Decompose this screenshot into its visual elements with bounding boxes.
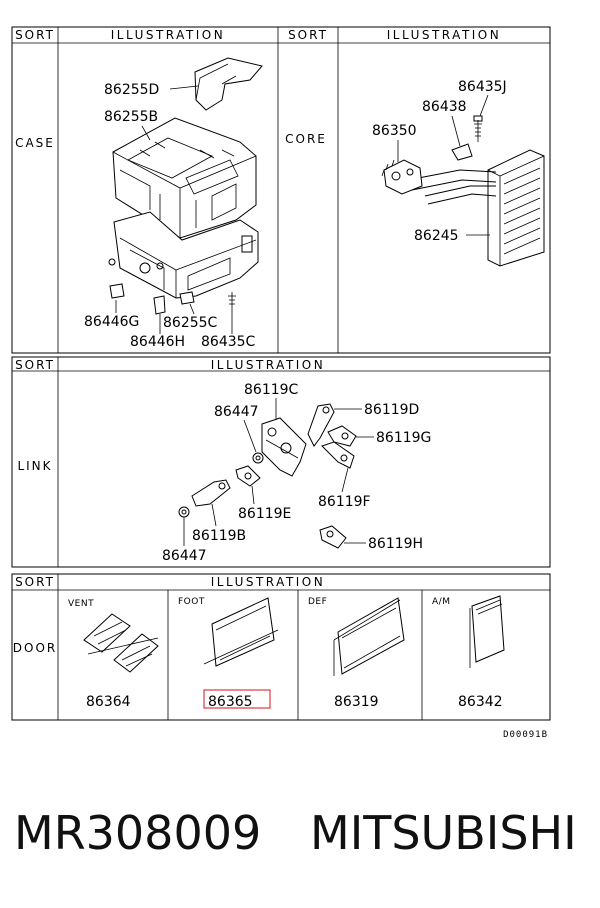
door-illustrations bbox=[83, 595, 505, 676]
section-label-link: LINK bbox=[17, 459, 52, 473]
callout-86438: 86438 bbox=[422, 99, 467, 115]
callout-86435j: 86435J bbox=[458, 79, 507, 95]
vent-door-drawing bbox=[83, 613, 159, 673]
illustration-header: ILLUSTRATION bbox=[211, 575, 325, 589]
callout-86446g: 86446G bbox=[84, 314, 139, 330]
door-cell-title-def: DEF bbox=[308, 597, 327, 607]
link-callouts: 86119C 86447 86119D 86119G 86119E 86119F… bbox=[162, 382, 431, 564]
table-door: SORT ILLUSTRATION DOOR VENT FOOT DEF A/M bbox=[11, 573, 551, 721]
part-number: MR308009 bbox=[14, 806, 262, 860]
section-label-door: DOOR bbox=[13, 641, 57, 655]
core-illustration bbox=[381, 115, 545, 267]
core-callouts: 86435J 86438 86350 86245 bbox=[372, 79, 507, 244]
illustration-header: ILLUSTRATION bbox=[387, 28, 501, 42]
callout-86447: 86447 bbox=[162, 548, 207, 564]
callout-86119g: 86119G bbox=[376, 430, 431, 446]
sort-header: SORT bbox=[15, 28, 55, 42]
callout-86119f: 86119F bbox=[318, 494, 371, 510]
callout-86119b: 86119B bbox=[192, 528, 246, 544]
callout-86119e: 86119E bbox=[238, 506, 291, 522]
product-footer: MR308009 MITSUBISHI bbox=[0, 800, 600, 880]
section-label-core: CORE bbox=[285, 132, 327, 146]
case-callouts: 86255D 86255B 86446G 86255C 86446H 86435… bbox=[84, 82, 256, 350]
callout-86447: 86447 bbox=[214, 404, 259, 420]
sort-header: SORT bbox=[15, 358, 55, 372]
table-link: SORT ILLUSTRATION LINK bbox=[11, 356, 551, 568]
illustration-header: ILLUSTRATION bbox=[211, 358, 325, 372]
illustration-header: ILLUSTRATION bbox=[111, 28, 225, 42]
door-cell-title-vent: VENT bbox=[68, 599, 94, 609]
door-cell-title-foot: FOOT bbox=[178, 597, 205, 607]
callout-86245: 86245 bbox=[414, 228, 459, 244]
am-door-drawing bbox=[469, 595, 505, 668]
door-cell-title-am: A/M bbox=[432, 597, 450, 607]
link-illustration bbox=[178, 403, 357, 549]
callout-86435c: 86435C bbox=[201, 334, 256, 350]
sort-header: SORT bbox=[288, 28, 328, 42]
brand-name: MITSUBISHI bbox=[310, 806, 577, 860]
drawing-code: D00091B bbox=[503, 730, 548, 740]
table-case-core: SORT ILLUSTRATION SORT ILLUSTRATION CASE… bbox=[11, 26, 551, 354]
door-part-86365: 86365 bbox=[208, 694, 253, 710]
sort-header: SORT bbox=[15, 575, 55, 589]
callout-86350: 86350 bbox=[372, 123, 417, 139]
callout-86119c: 86119C bbox=[244, 382, 299, 398]
parts-diagram-sheet: SORT ILLUSTRATION SORT ILLUSTRATION CASE… bbox=[11, 26, 551, 740]
door-callouts: 86364 86365 86319 86342 bbox=[86, 689, 503, 710]
callout-86255c: 86255C bbox=[163, 315, 218, 331]
callout-86119h: 86119H bbox=[368, 536, 423, 552]
section-label-case: CASE bbox=[15, 136, 55, 150]
callout-86119d: 86119D bbox=[364, 402, 419, 418]
door-part-86342: 86342 bbox=[458, 694, 503, 710]
def-door-drawing bbox=[333, 597, 405, 676]
door-part-86364: 86364 bbox=[86, 694, 131, 710]
foot-door-drawing bbox=[203, 597, 279, 667]
callout-86255d: 86255D bbox=[104, 82, 159, 98]
door-part-86319: 86319 bbox=[334, 694, 379, 710]
highlight-box bbox=[203, 689, 271, 709]
case-illustration bbox=[108, 57, 263, 315]
callout-86446h: 86446H bbox=[130, 334, 185, 350]
callout-86255b: 86255B bbox=[104, 109, 158, 125]
